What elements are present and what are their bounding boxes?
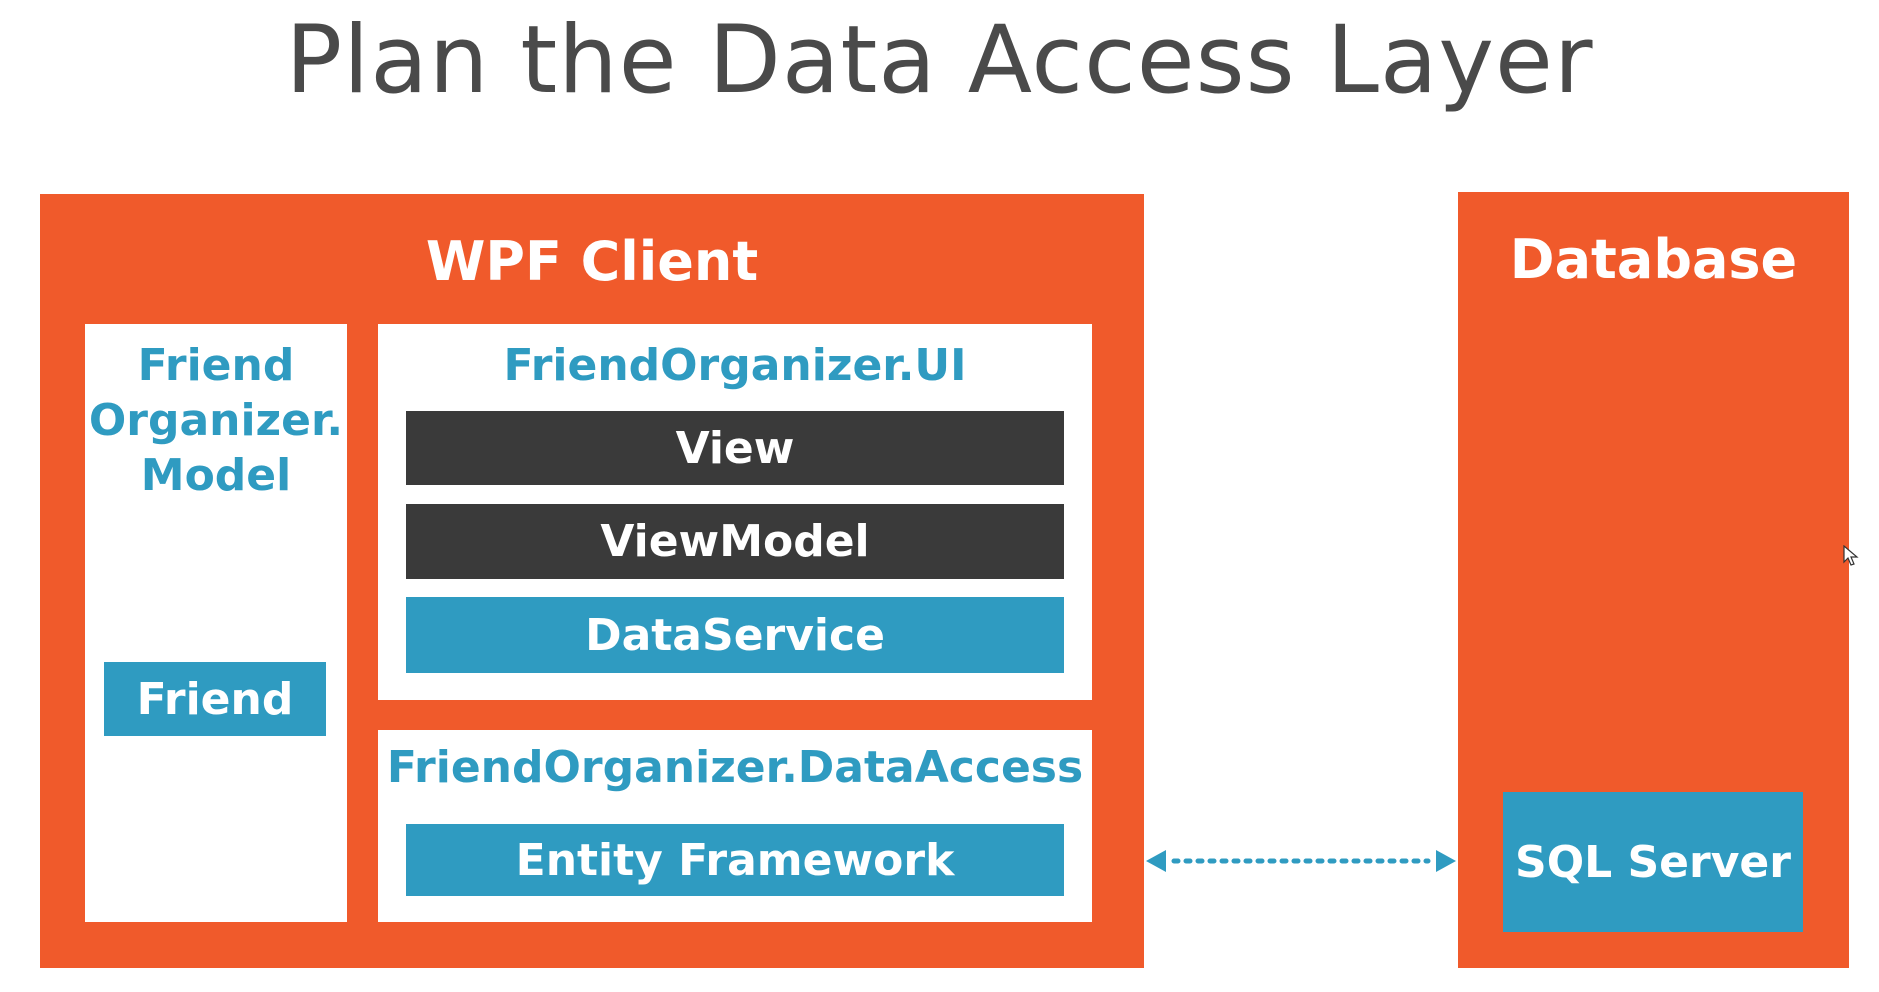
friend-entity-box: Friend: [104, 662, 326, 736]
dotted-connector-arrow: [1146, 850, 1456, 872]
view-layer: View: [406, 411, 1064, 485]
arrowhead-left-icon: [1146, 850, 1166, 872]
slide-title: Plan the Data Access Layer: [285, 6, 1594, 115]
arrowhead-right-icon: [1436, 850, 1456, 872]
wpf-client-panel: WPF Client Friend Organizer. Model Frien…: [40, 194, 1144, 968]
data-access-project-heading: FriendOrganizer.DataAccess: [386, 742, 1084, 793]
mouse-cursor-icon: [1843, 545, 1859, 566]
viewmodel-layer: ViewModel: [406, 504, 1064, 579]
sql-server-box: SQL Server: [1503, 792, 1803, 932]
model-project-box: Friend Organizer. Model Friend: [85, 324, 347, 922]
ui-project-heading: FriendOrganizer.UI: [503, 340, 967, 391]
wpf-client-title: WPF Client: [425, 230, 759, 293]
entity-framework-box: Entity Framework: [406, 824, 1064, 896]
ui-project-box: FriendOrganizer.UI View ViewModel DataSe…: [378, 324, 1092, 700]
model-heading-line2: Organizer.: [88, 395, 344, 446]
data-access-project-box: FriendOrganizer.DataAccess Entity Framew…: [378, 730, 1092, 922]
model-heading-line1: Friend: [137, 340, 295, 391]
dataservice-layer: DataService: [406, 597, 1064, 673]
database-panel: Database SQL Server: [1458, 192, 1849, 968]
model-heading-line3: Model: [140, 450, 292, 501]
model-project-heading: Friend Organizer. Model: [85, 338, 347, 503]
database-title: Database: [1509, 228, 1798, 291]
